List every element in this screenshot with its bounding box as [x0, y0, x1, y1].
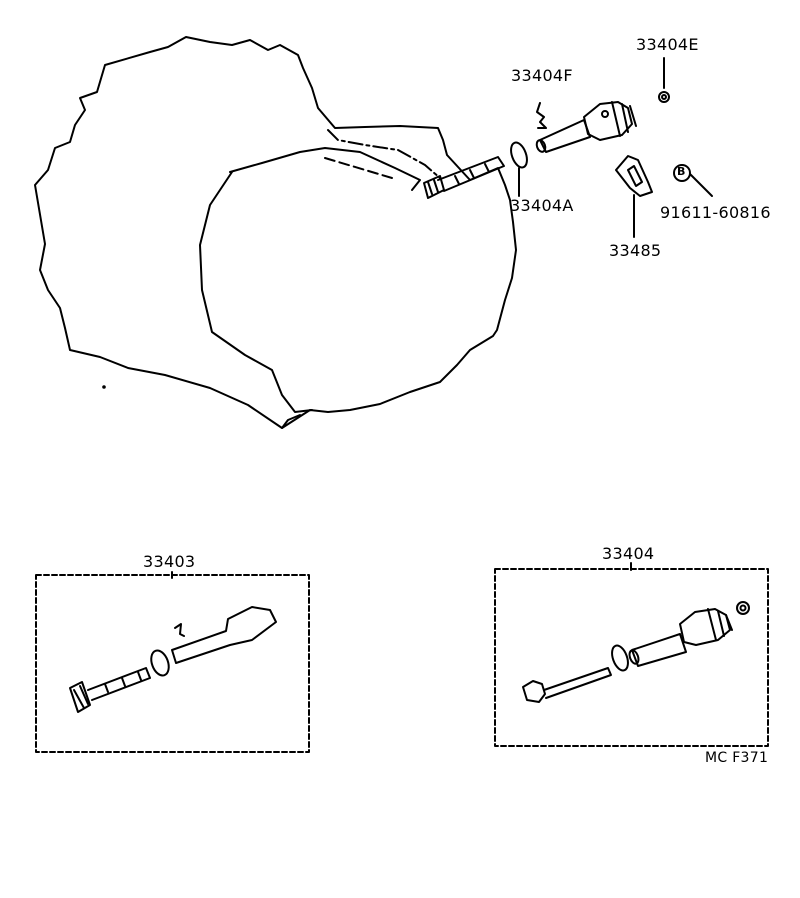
driven-gear-shaft: [423, 156, 505, 199]
transmission-housing: [34, 36, 517, 429]
label-33404e: 33404E: [636, 35, 699, 54]
clip-33404f: [536, 102, 547, 129]
figure-code: MC F371: [705, 750, 769, 766]
o-ring-33404a: [510, 141, 528, 169]
label-33485: 33485: [609, 241, 662, 260]
label-33404f: 33404F: [511, 66, 573, 85]
kit-33404-parts: [522, 601, 750, 703]
label-91611-60816: 91611-60816: [660, 203, 771, 222]
label-33404a: 33404A: [510, 196, 574, 215]
bolt-marker-91611: [673, 164, 713, 197]
label-33404: 33404: [602, 544, 655, 563]
speedometer-sleeve: [535, 101, 637, 153]
kit-33403-parts: [69, 606, 277, 713]
lock-plate-33485: [615, 155, 653, 238]
label-33403: 33403: [143, 552, 196, 571]
kit-33404-box: [494, 568, 769, 747]
bolt-marker-letter: B: [677, 165, 686, 178]
cap-33404e: [658, 57, 670, 103]
kit-33403-box: [35, 574, 310, 753]
